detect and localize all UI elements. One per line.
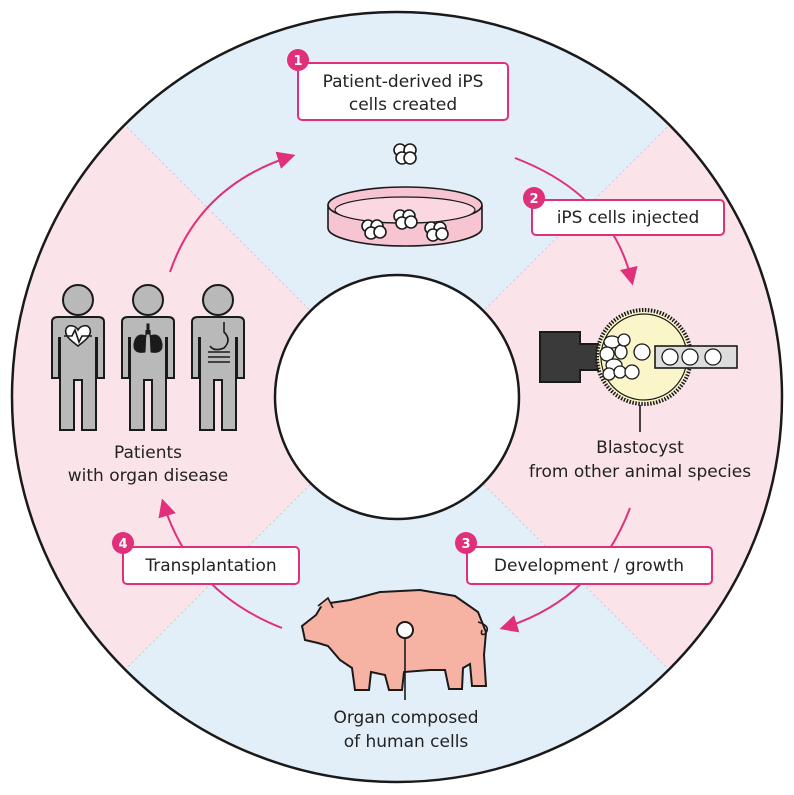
step1-number-badge <box>287 49 309 71</box>
patient-figure-stomach <box>191 284 245 431</box>
inner-circle <box>273 273 521 521</box>
heart-icon <box>64 324 92 348</box>
step4-label: Transplantation <box>144 556 276 576</box>
svg-text:2: 2 <box>529 192 538 207</box>
svg-text:1: 1 <box>293 54 302 69</box>
svg-text:4: 4 <box>118 537 127 552</box>
outer-ring <box>10 10 784 784</box>
patient-figure-lungs <box>121 284 175 431</box>
step3-label: Development / growth <box>494 556 684 576</box>
cell-cluster-icon <box>393 143 417 165</box>
step2-label: iPS cells injected <box>557 208 700 228</box>
step4-label-box: Transplantation 4 <box>112 532 300 585</box>
step2-number-badge <box>523 187 545 209</box>
organ-caption-line1: Organ composed <box>333 708 478 728</box>
organ-caption-line2: of human cells <box>344 732 469 752</box>
pig-icon <box>300 588 489 700</box>
patient-figure-heart <box>51 284 105 431</box>
step1-label-line2: cells created <box>349 95 457 115</box>
step1-label-line1: Patient-derived iPS <box>323 72 484 92</box>
blastocyst-caption-line2: from other animal species <box>529 462 751 482</box>
svg-text:3: 3 <box>461 537 470 552</box>
petri-dish-icon <box>327 143 483 247</box>
lungs-icon <box>133 323 163 353</box>
step2-label-box: iPS cells injected 2 <box>523 187 725 236</box>
step1-label-box: Patient-derived iPS cells created 1 <box>287 49 509 121</box>
stomach-icon <box>208 322 230 363</box>
step3-number-badge <box>455 532 477 554</box>
arrow-to-step1 <box>169 151 296 273</box>
patients-caption-line2: with organ disease <box>68 466 229 486</box>
blastocyst-injection <box>539 308 738 432</box>
step4-number-badge <box>112 532 134 554</box>
patient-figures <box>51 284 245 431</box>
step3-label-box: Development / growth 3 <box>455 532 713 585</box>
blastocyst-caption-line1: Blastocyst <box>596 438 684 458</box>
needle-icon <box>654 345 738 369</box>
patients-caption-line1: Patients <box>114 443 182 463</box>
